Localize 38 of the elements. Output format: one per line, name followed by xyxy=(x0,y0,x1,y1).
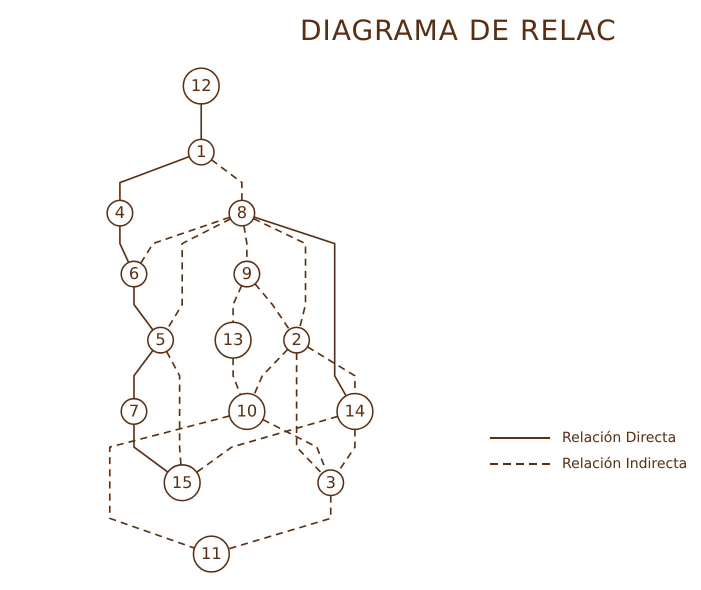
node-circle: 6 xyxy=(120,260,148,288)
node-circle: 5 xyxy=(147,326,174,354)
node-circle: 14 xyxy=(336,392,374,430)
connector xyxy=(119,156,190,200)
connector xyxy=(119,226,130,263)
connector xyxy=(254,283,290,330)
connector xyxy=(133,350,154,399)
connector xyxy=(262,418,327,472)
diagram-title: DIAGRAMA DE RELAC xyxy=(300,14,617,47)
node-circle: 4 xyxy=(106,200,134,227)
node-circle: 11 xyxy=(192,535,230,573)
node-circle: 12 xyxy=(182,67,220,105)
node-circle: 13 xyxy=(214,322,252,359)
node-circle: 7 xyxy=(120,398,148,425)
connector xyxy=(254,216,347,396)
legend-label: Relación Directa xyxy=(562,430,676,446)
connector xyxy=(200,104,202,140)
connector xyxy=(228,495,332,550)
connector xyxy=(166,351,182,465)
node-circle: 2 xyxy=(283,326,310,354)
connector xyxy=(253,348,288,396)
connector xyxy=(133,286,154,330)
legend-label: Relación Indirecta xyxy=(562,456,688,472)
node-circle: 3 xyxy=(317,469,344,496)
connector xyxy=(232,358,242,396)
connector xyxy=(232,285,242,322)
connector xyxy=(140,216,230,264)
node-circle: 8 xyxy=(228,200,256,227)
node-circle: 10 xyxy=(228,392,266,430)
node-circle: 9 xyxy=(233,260,260,288)
connector xyxy=(196,416,338,473)
connector xyxy=(108,415,230,549)
connector xyxy=(296,352,322,474)
node-circle: 1 xyxy=(188,138,215,166)
connector xyxy=(210,159,243,200)
connector xyxy=(133,424,168,473)
node-circle: 15 xyxy=(164,464,201,502)
connector xyxy=(253,218,306,328)
